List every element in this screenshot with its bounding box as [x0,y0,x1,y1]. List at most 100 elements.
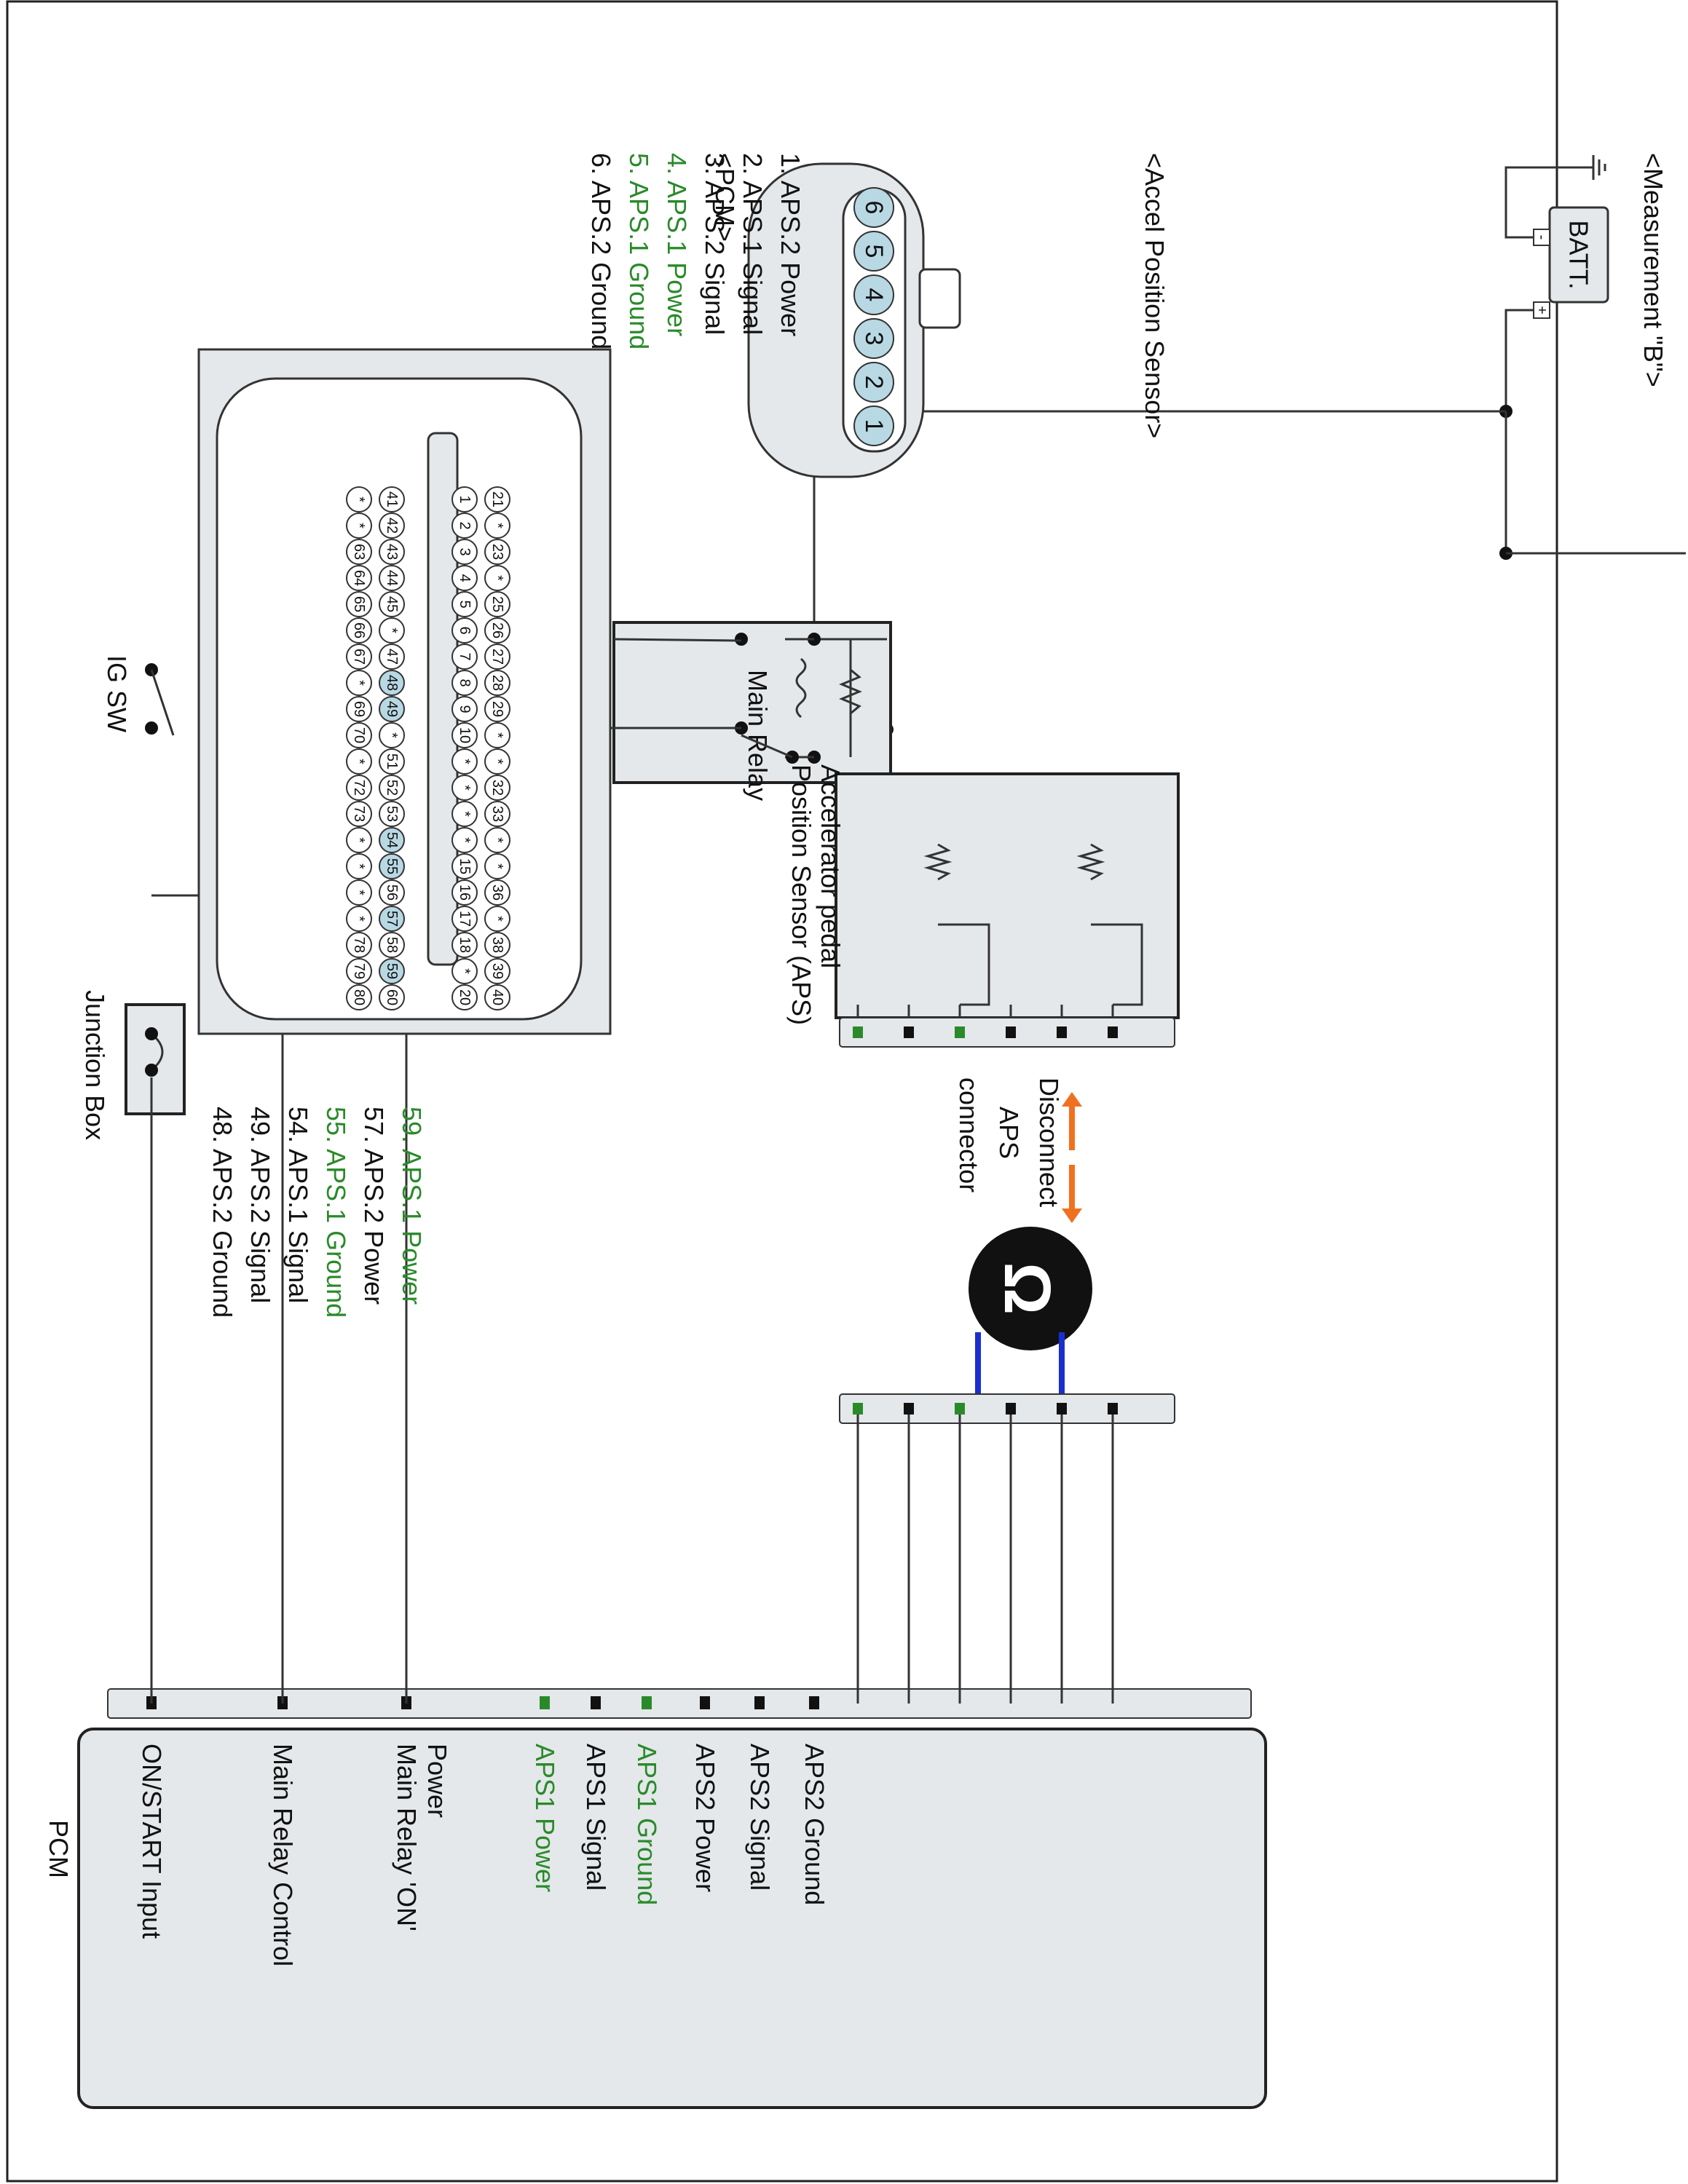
pcm-pin: 66 [346,617,372,644]
pcm-pin: 51 [379,748,405,775]
disconnect-note: Disconnect APS connector [954,1077,1082,1223]
pcm-pin-number: 43 [384,544,400,560]
measurement-title: <Measurement "B"> [1638,153,1668,387]
pcm-pin-number: 70 [351,727,367,743]
pcm-pin-number: 3 [457,547,473,555]
pcm-pin-number: 39 [489,963,505,979]
mid-terminal [853,1403,863,1415]
pcm-pin: 3 [451,539,478,565]
pcm-pin-number: 54 [384,832,400,848]
pcm-pin: * [484,853,510,879]
pcm-pin-number: 10 [457,727,473,743]
accel-pin-entry: 6. APS.2 Ground [586,153,616,349]
aps-terminal [1057,1026,1067,1038]
pcm-pin-entry: 49. APS.2 Signal [245,1107,275,1303]
pcm-pin: 63 [346,539,372,565]
pcm-pin: * [346,853,372,879]
pcm-pin-number: 21 [489,491,505,507]
disconnect-line-2: APS [994,1107,1024,1159]
pcm-pin: * [379,617,405,644]
pcm-pin: 4 [451,565,478,591]
pcm-pin: 78 [346,932,372,958]
pcm-pin-number: * [489,759,505,764]
pcm-pin-number: 63 [351,544,367,560]
pcm-pin-number: 33 [489,806,505,822]
pcm-pin-label: Main Relay 'ON' [392,1744,422,1931]
junction-box: Junction Box [80,990,186,1140]
pcm-pin: 72 [346,775,372,801]
pcm-pin-number: * [384,628,400,633]
supply-wiring [808,405,1686,736]
pcm-terminal [754,1696,765,1709]
pcm-pin-number: * [351,916,367,922]
pcm-pin-label: APS1 Signal [581,1744,611,1891]
pcm-pin-number: 59 [384,963,400,979]
pcm-pin-entry: 54. APS.1 Signal [283,1107,313,1303]
pcm-pin-number: 51 [384,753,400,769]
pcm-pin: 28 [484,670,510,696]
pcm-pin: 48 [379,670,405,696]
pcm-pin: 69 [346,696,372,722]
pcm-pin-number: 79 [351,963,367,979]
pcm-pin-number: 60 [384,989,400,1005]
main-relay: Main Relay [531,621,892,801]
pcm-pin: 57 [379,906,405,932]
pcm-pin-number: 67 [351,649,367,665]
accel-pin-entry: 5. APS.1 Ground [624,153,654,349]
pcm-pin-number: 38 [489,937,505,953]
pcm-pin-number: 6 [457,626,473,634]
pcm-pin-number: * [457,785,473,791]
pcm-pin-number: * [457,968,473,974]
page-border [6,0,1558,2183]
pcm-pin: 8 [451,670,478,696]
pcm-pin: 43 [379,539,405,565]
aps-terminal [1006,1026,1016,1038]
pcm-pin-number: 23 [489,544,505,560]
pcm-pin-label: APS1 Power [530,1744,560,1892]
pcm-pin: 54 [379,827,405,853]
pcm-pin-number: 20 [457,989,473,1005]
pcm-pin: 44 [379,565,405,591]
pcm-pin: 32 [484,775,510,801]
pcm-pin-number: * [457,811,473,817]
pcm-pin-number: 52 [384,780,400,796]
accel-pin: 6 [853,187,894,228]
pcm-pin: * [346,486,372,513]
pcm-pin: 20 [451,984,478,1010]
accel-pin-number: 3 [860,332,888,346]
pcm-pin: 10 [451,722,478,748]
pcm-pin-number: 57 [384,911,400,927]
accel-pin-number: 5 [860,245,888,258]
pcm-pin-number: 28 [489,675,505,691]
pcm-pin: 39 [484,958,510,984]
aps-terminal [904,1026,914,1038]
pcm-pin: 70 [346,722,372,748]
accel-pin: 3 [853,318,894,359]
pcm-pin: * [484,722,510,748]
battery: BATT. - + [1504,155,1609,411]
pcm-pin-number: 64 [351,570,367,586]
pcm-pin-number: * [351,837,367,843]
pcm-pin-number: * [489,575,505,581]
pcm-pin: 38 [484,932,510,958]
pcm-pin-number: 18 [457,937,473,953]
pcm-pin: * [484,513,510,539]
pcm-pin-label: APS2 Ground [800,1744,829,1905]
pcm-pin: 55 [379,853,405,879]
accel-pin-entry: 3. APS.2 Signal [700,153,730,335]
pcm-pin-number: 56 [384,885,400,901]
pcm-pin-number: 2 [457,521,473,529]
pcm-pin: 40 [484,984,510,1010]
pcm-pin-number: 4 [457,574,473,582]
accel-pin: 5 [853,231,894,272]
pcm-pin-number: * [489,523,505,529]
pcm-pin-number: 48 [384,675,400,691]
pcm-pin: 52 [379,775,405,801]
pcm-pin: 73 [346,801,372,827]
pcm-pin-number: * [457,837,473,843]
pcm-terminal [540,1696,550,1709]
batt-label: BATT. [1564,220,1594,289]
